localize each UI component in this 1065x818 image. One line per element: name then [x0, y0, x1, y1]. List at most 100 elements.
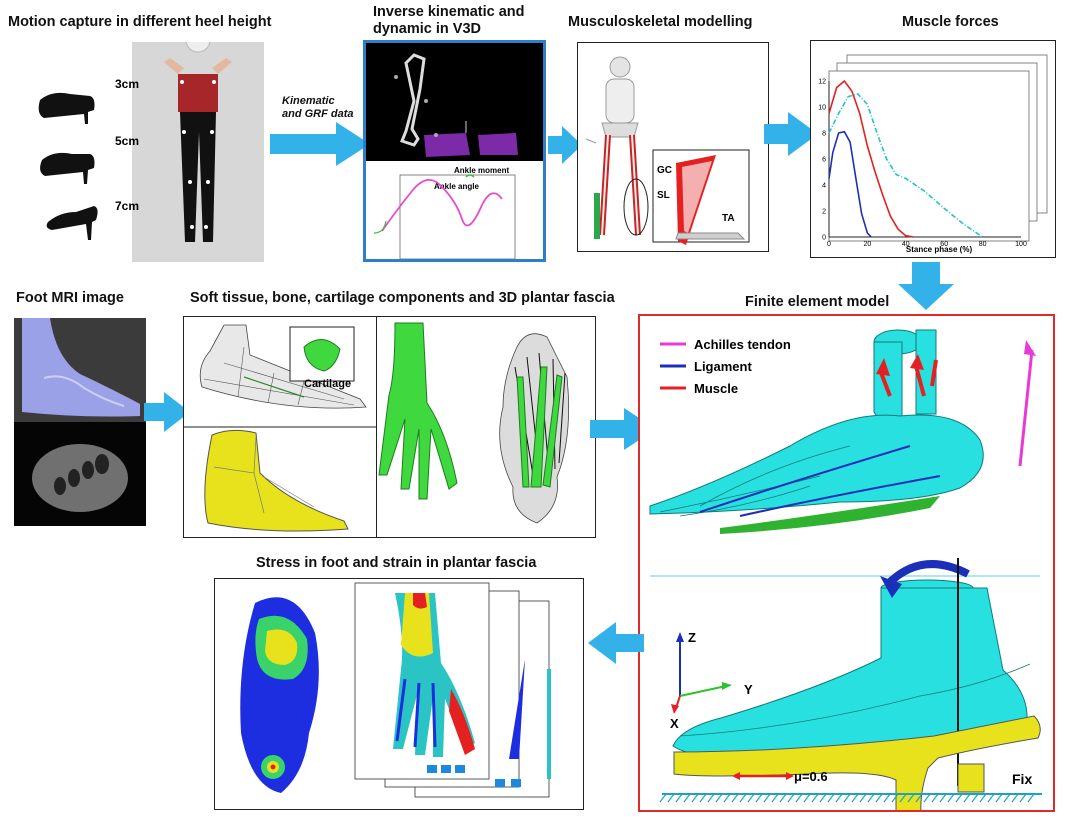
muscle-ta: TA [722, 213, 735, 224]
kinematic-label: Kinematic and GRF data [282, 95, 354, 121]
ground-hatch-line [723, 793, 731, 803]
x-tick-label: 20 [864, 241, 872, 248]
ground-hatch-line [971, 793, 979, 803]
ground-hatch-line [899, 793, 907, 803]
fem-title: Finite element model [745, 294, 890, 310]
v3d-panel: Ankle moment Ankle angle [363, 40, 546, 262]
x-tick-label: 40 [902, 241, 910, 248]
musculo-title: Musculoskeletal modelling [568, 14, 753, 30]
ground-hatch-line [931, 793, 939, 803]
ground-hatch-line [867, 793, 875, 803]
x-tick-label: 100 [1015, 241, 1027, 248]
ground-hatch-line [851, 793, 859, 803]
axis-x-label: X [670, 716, 679, 731]
bone-cartilage-illustration: Cartilage [184, 324, 376, 532]
kinematic-label-line2: and GRF data [282, 108, 354, 120]
ground-hatch-line [1011, 793, 1019, 803]
stress-title: Stress in foot and strain in plantar fas… [256, 555, 537, 571]
inverse-title: Inverse kinematic and dynamic in V3D [373, 4, 525, 37]
x-tick-label: 60 [940, 241, 948, 248]
y-tick-label: 8 [822, 131, 826, 138]
ground-hatch-line [883, 793, 891, 803]
ground-hatch-line [787, 793, 795, 803]
y-tick-label: 4 [822, 183, 826, 190]
y-tick-label: 6 [822, 157, 826, 164]
ground-hatch-line [979, 793, 987, 803]
forces-title: Muscle forces [902, 14, 999, 30]
series-line-2 [828, 93, 984, 238]
ground-hatch-line [755, 793, 763, 803]
flow-arrow-3 [764, 112, 818, 156]
ground-hatch-line [731, 793, 739, 803]
ground-hatch-line [1003, 793, 1011, 803]
muscle-gc: GC [657, 165, 672, 176]
flow-arrow-5 [144, 392, 190, 432]
cartilage-label: Cartilage [304, 378, 351, 390]
motion-capture-illustration: 3cm 5cm 7cm [38, 42, 264, 262]
ground-hatch-line [827, 793, 835, 803]
ground-hatch-line [683, 793, 691, 803]
x-tick-label: 80 [979, 241, 987, 248]
ground-hatch-line [915, 793, 923, 803]
legend-muscle: Muscle [694, 381, 738, 396]
fix-label: Fix [1012, 771, 1032, 787]
series-line-1 [828, 130, 872, 238]
soft-title: Soft tissue, bone, cartilage components … [190, 290, 615, 306]
muscle-sl: SL [657, 190, 670, 201]
ankle-moment-label: Ankle moment [454, 166, 509, 175]
ground-hatch-line [667, 793, 675, 803]
ground-hatch-line [843, 793, 851, 803]
stress-strain-illustration [240, 582, 551, 798]
ground-hatch-line [963, 793, 971, 803]
ground-hatch-line [819, 793, 827, 803]
mri-panel [14, 318, 146, 526]
ground-hatch-line [747, 793, 755, 803]
ground-hatch-line [795, 793, 803, 803]
y-tick-label: 10 [818, 105, 826, 112]
soft-tissue-panel: Cartilage [183, 316, 377, 538]
legend-ligament: Ligament [694, 359, 752, 374]
ground-hatch-line [995, 793, 1003, 803]
ground-hatch-line [947, 793, 955, 803]
series-line-0 [828, 79, 914, 238]
ground-hatch-line [923, 793, 931, 803]
flow-arrow-2 [548, 126, 582, 164]
musculoskeletal-panel: GC SL TA [577, 42, 769, 252]
friction-label: μ=0.6 [794, 769, 828, 784]
ground-hatch-line [691, 793, 699, 803]
legend-achilles: Achilles tendon [694, 337, 791, 352]
flow-arrow-4 [898, 262, 954, 310]
ground-hatch-line [675, 793, 683, 803]
ground-hatch-line [1027, 793, 1035, 803]
axis-y-label: Y [744, 682, 753, 697]
ground-hatch-line [699, 793, 707, 803]
v3d-illustration: Ankle moment Ankle angle [366, 43, 543, 259]
x-axis-label: Stance phase (%) [906, 245, 973, 254]
heel-5cm: 5cm [115, 134, 139, 148]
ground-hatch-line [907, 793, 915, 803]
ankle-angle-label: Ankle angle [434, 182, 479, 191]
ground-hatch-line [875, 793, 883, 803]
axis-z-label: Z [688, 630, 696, 645]
ground-hatch-line [955, 793, 963, 803]
ground-hatch-line [803, 793, 811, 803]
ground-hatch-line [763, 793, 771, 803]
mri-illustration [14, 318, 146, 526]
flow-arrow-7 [588, 622, 644, 664]
motion-title: Motion capture in different heel height [8, 14, 272, 30]
ground-hatch-line [779, 793, 787, 803]
plantar-fascia-illustration [378, 322, 570, 524]
y-tick-label: 0 [822, 235, 826, 242]
ground-hatch-line [739, 793, 747, 803]
mri-title: Foot MRI image [16, 290, 124, 306]
ground-hatch-line [771, 793, 779, 803]
ground-hatch-line [939, 793, 947, 803]
stress-panel [214, 578, 584, 810]
x-tick-label: 0 [827, 241, 831, 248]
y-tick-label: 12 [818, 79, 826, 86]
fem-panel: Achilles tendon Ligament Muscle μ=0.6 Fi… [638, 314, 1055, 812]
kinematic-label-line1: Kinematic [282, 95, 335, 107]
musculoskeletal-illustration: GC SL TA [585, 56, 750, 245]
